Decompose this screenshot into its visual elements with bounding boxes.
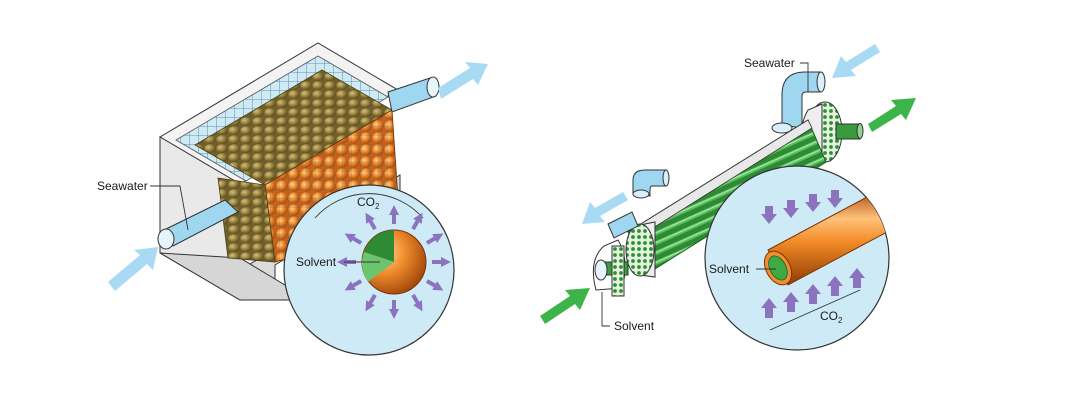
- tube-sheet-left: [625, 223, 655, 277]
- seawater-out-arrow: [438, 62, 488, 99]
- right-seawater-label: Seawater: [744, 56, 795, 70]
- left-solvent-label: Solvent: [296, 255, 337, 269]
- right-solvent-in-arrow: [540, 288, 590, 324]
- left-co2-arc: [314, 193, 424, 219]
- right-seawater-in-arrow: [832, 44, 880, 78]
- right-seawater-out-arrow: [582, 192, 628, 224]
- capsule-cutaway: [364, 230, 394, 262]
- right-inset-solvent-label: Solvent: [709, 262, 750, 276]
- left-capsule-inset: CO2 Solvent: [283, 184, 455, 356]
- right-tube-inset: Solvent CO2: [704, 165, 890, 351]
- left-co2-label: CO2: [357, 195, 380, 211]
- right-solvent-label: Solvent: [614, 319, 655, 333]
- right-hollow-fiber-module: [592, 71, 864, 297]
- right-seawater-leader: [800, 62, 809, 92]
- right-co2-arrows-top: [761, 190, 843, 224]
- left-co2-arrows: [337, 205, 451, 319]
- right-co2-bracket: [769, 289, 861, 331]
- left-seawater-leader: [150, 185, 189, 231]
- seawater-nozzle-left: [607, 211, 639, 239]
- left-seawater-label: Seawater: [97, 179, 148, 193]
- seawater-in-arrow: [108, 247, 158, 291]
- right-solvent-out-arrow: [868, 98, 916, 132]
- solvent-outlet-stub: [835, 123, 861, 140]
- right-co2-arrows-bottom: [761, 268, 865, 318]
- right-solvent-leader: [601, 292, 610, 327]
- inlet-pipe-mouth: [157, 228, 175, 250]
- right-co2-label: CO2: [820, 309, 843, 325]
